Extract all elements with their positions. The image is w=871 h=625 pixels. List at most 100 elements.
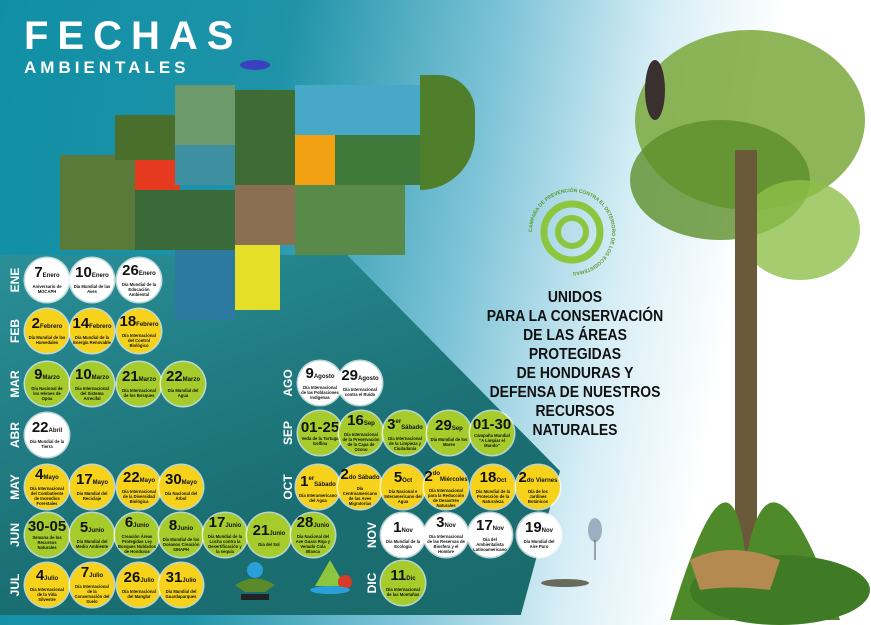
tree-illustration bbox=[630, 30, 870, 625]
event-day: 5Junio bbox=[79, 519, 105, 536]
month-label-ago: AGO bbox=[281, 369, 295, 397]
month-label-mar: MAR bbox=[8, 370, 22, 398]
event-day: 5Oct bbox=[393, 468, 413, 486]
event-description: Creación Áreas Protegidas Ley Bosques Nu… bbox=[118, 534, 156, 554]
event-description: Semana de los Recursos Naturales bbox=[32, 535, 62, 550]
slogan-line: UNIDOS bbox=[547, 289, 603, 306]
event-day: 6Junio bbox=[124, 514, 150, 531]
event-unit: Junio bbox=[313, 523, 330, 529]
event-unit: Agosto bbox=[313, 373, 335, 380]
event-day: 7Enero bbox=[34, 264, 60, 281]
event-unit: Nov bbox=[401, 528, 413, 534]
event-day: 7Julio bbox=[80, 564, 104, 581]
event-unit: Mayo bbox=[181, 480, 198, 486]
event-day: 26Julio bbox=[123, 569, 155, 586]
heron-illustration bbox=[588, 518, 602, 560]
event-unit: Mayo bbox=[92, 480, 109, 486]
event-unit: Agosto bbox=[358, 376, 379, 382]
event-description: Día Mundial de los Océanos Creación SINA… bbox=[162, 536, 200, 552]
event-day: 29Agosto bbox=[341, 367, 379, 384]
event-description: Día Internacional de los Bosques bbox=[122, 388, 156, 398]
event-unit: Marzo bbox=[138, 377, 157, 383]
title-fechas: FECHAS bbox=[24, 14, 243, 58]
event-unit: Oct bbox=[496, 477, 507, 484]
event-day: 11Dic bbox=[390, 567, 416, 584]
event-day: 3erSábado bbox=[387, 416, 423, 433]
event-description: Día Mundial de la Energía Renovable bbox=[73, 335, 111, 345]
slogan-line: NATURALES bbox=[532, 422, 618, 439]
crocodile-illustration bbox=[541, 579, 589, 587]
slogan: UNIDOS PARA LA CONSERVACIÓN DE LAS ÁREAS… bbox=[481, 288, 670, 440]
event-unit: Mayo bbox=[139, 477, 156, 484]
month-label-may: MAY bbox=[8, 474, 22, 500]
event-description: Día Internacional de la Conservación del… bbox=[74, 584, 110, 604]
event-day: 2Febrero bbox=[31, 315, 63, 332]
event-day: 29Sep bbox=[435, 417, 463, 434]
event-day: 21Marzo bbox=[121, 368, 157, 385]
event-unit: Abril bbox=[48, 428, 63, 434]
event-day: 01-30 bbox=[472, 416, 512, 433]
event-description: Día Nacional del Árbol bbox=[164, 491, 198, 501]
event-day: 2do Sábado bbox=[340, 466, 380, 483]
event-unit: Enero bbox=[91, 273, 109, 279]
slogan-line: PARA LA CONSERVACIÓN bbox=[486, 308, 664, 325]
event-day: 1erSábado bbox=[300, 472, 336, 490]
event-day: 28Junio bbox=[296, 514, 330, 531]
event-description: Día Mundial del Reciclaje bbox=[76, 491, 108, 501]
event-day: 2doMiércoles bbox=[424, 467, 468, 485]
event-unit: Nov bbox=[444, 523, 456, 529]
event-unit: Julio bbox=[140, 578, 155, 584]
month-label-abr: ABR bbox=[8, 422, 22, 448]
event-description: Día Nacional e Interamericano del Agua bbox=[384, 488, 422, 504]
event-description: Aniversario de MOCAPH bbox=[32, 284, 62, 294]
event-unit: Junio bbox=[133, 523, 150, 529]
partner-logo bbox=[310, 560, 352, 594]
event-unit: Marzo bbox=[42, 374, 60, 381]
event-unit: Nov bbox=[541, 528, 554, 534]
event-unit: Febrero bbox=[40, 324, 63, 330]
event-day: 14Febrero bbox=[72, 315, 112, 332]
event-description: Día Mundial del Medio Ambiente bbox=[75, 539, 109, 549]
event-day: 4Mayo bbox=[35, 466, 59, 483]
event-description: Día Internacional para la Reducción de D… bbox=[427, 487, 465, 508]
event-unit: Julio bbox=[89, 573, 104, 579]
event-unit: Enero bbox=[42, 273, 60, 279]
event-unit: Nov bbox=[492, 525, 505, 532]
month-label-jun: JUN bbox=[8, 523, 22, 548]
month-label-feb: FEB bbox=[8, 319, 22, 343]
slogan-line: RECURSOS bbox=[535, 403, 615, 420]
event-description: Día Mundial de las Aves bbox=[73, 284, 111, 294]
month-label-oct: OCT bbox=[281, 474, 295, 500]
event-unit: Sábado bbox=[401, 425, 423, 431]
event-day: 26Enero bbox=[122, 261, 156, 279]
event-day: 30Mayo bbox=[164, 471, 198, 488]
event-day: 22Mayo bbox=[122, 468, 156, 486]
event-description: Día Internacional contra el Ruido bbox=[343, 387, 377, 397]
month-label-sep: SEP bbox=[281, 421, 295, 446]
event-description: Día Internacional del Sistema Arrecifal bbox=[75, 385, 109, 401]
